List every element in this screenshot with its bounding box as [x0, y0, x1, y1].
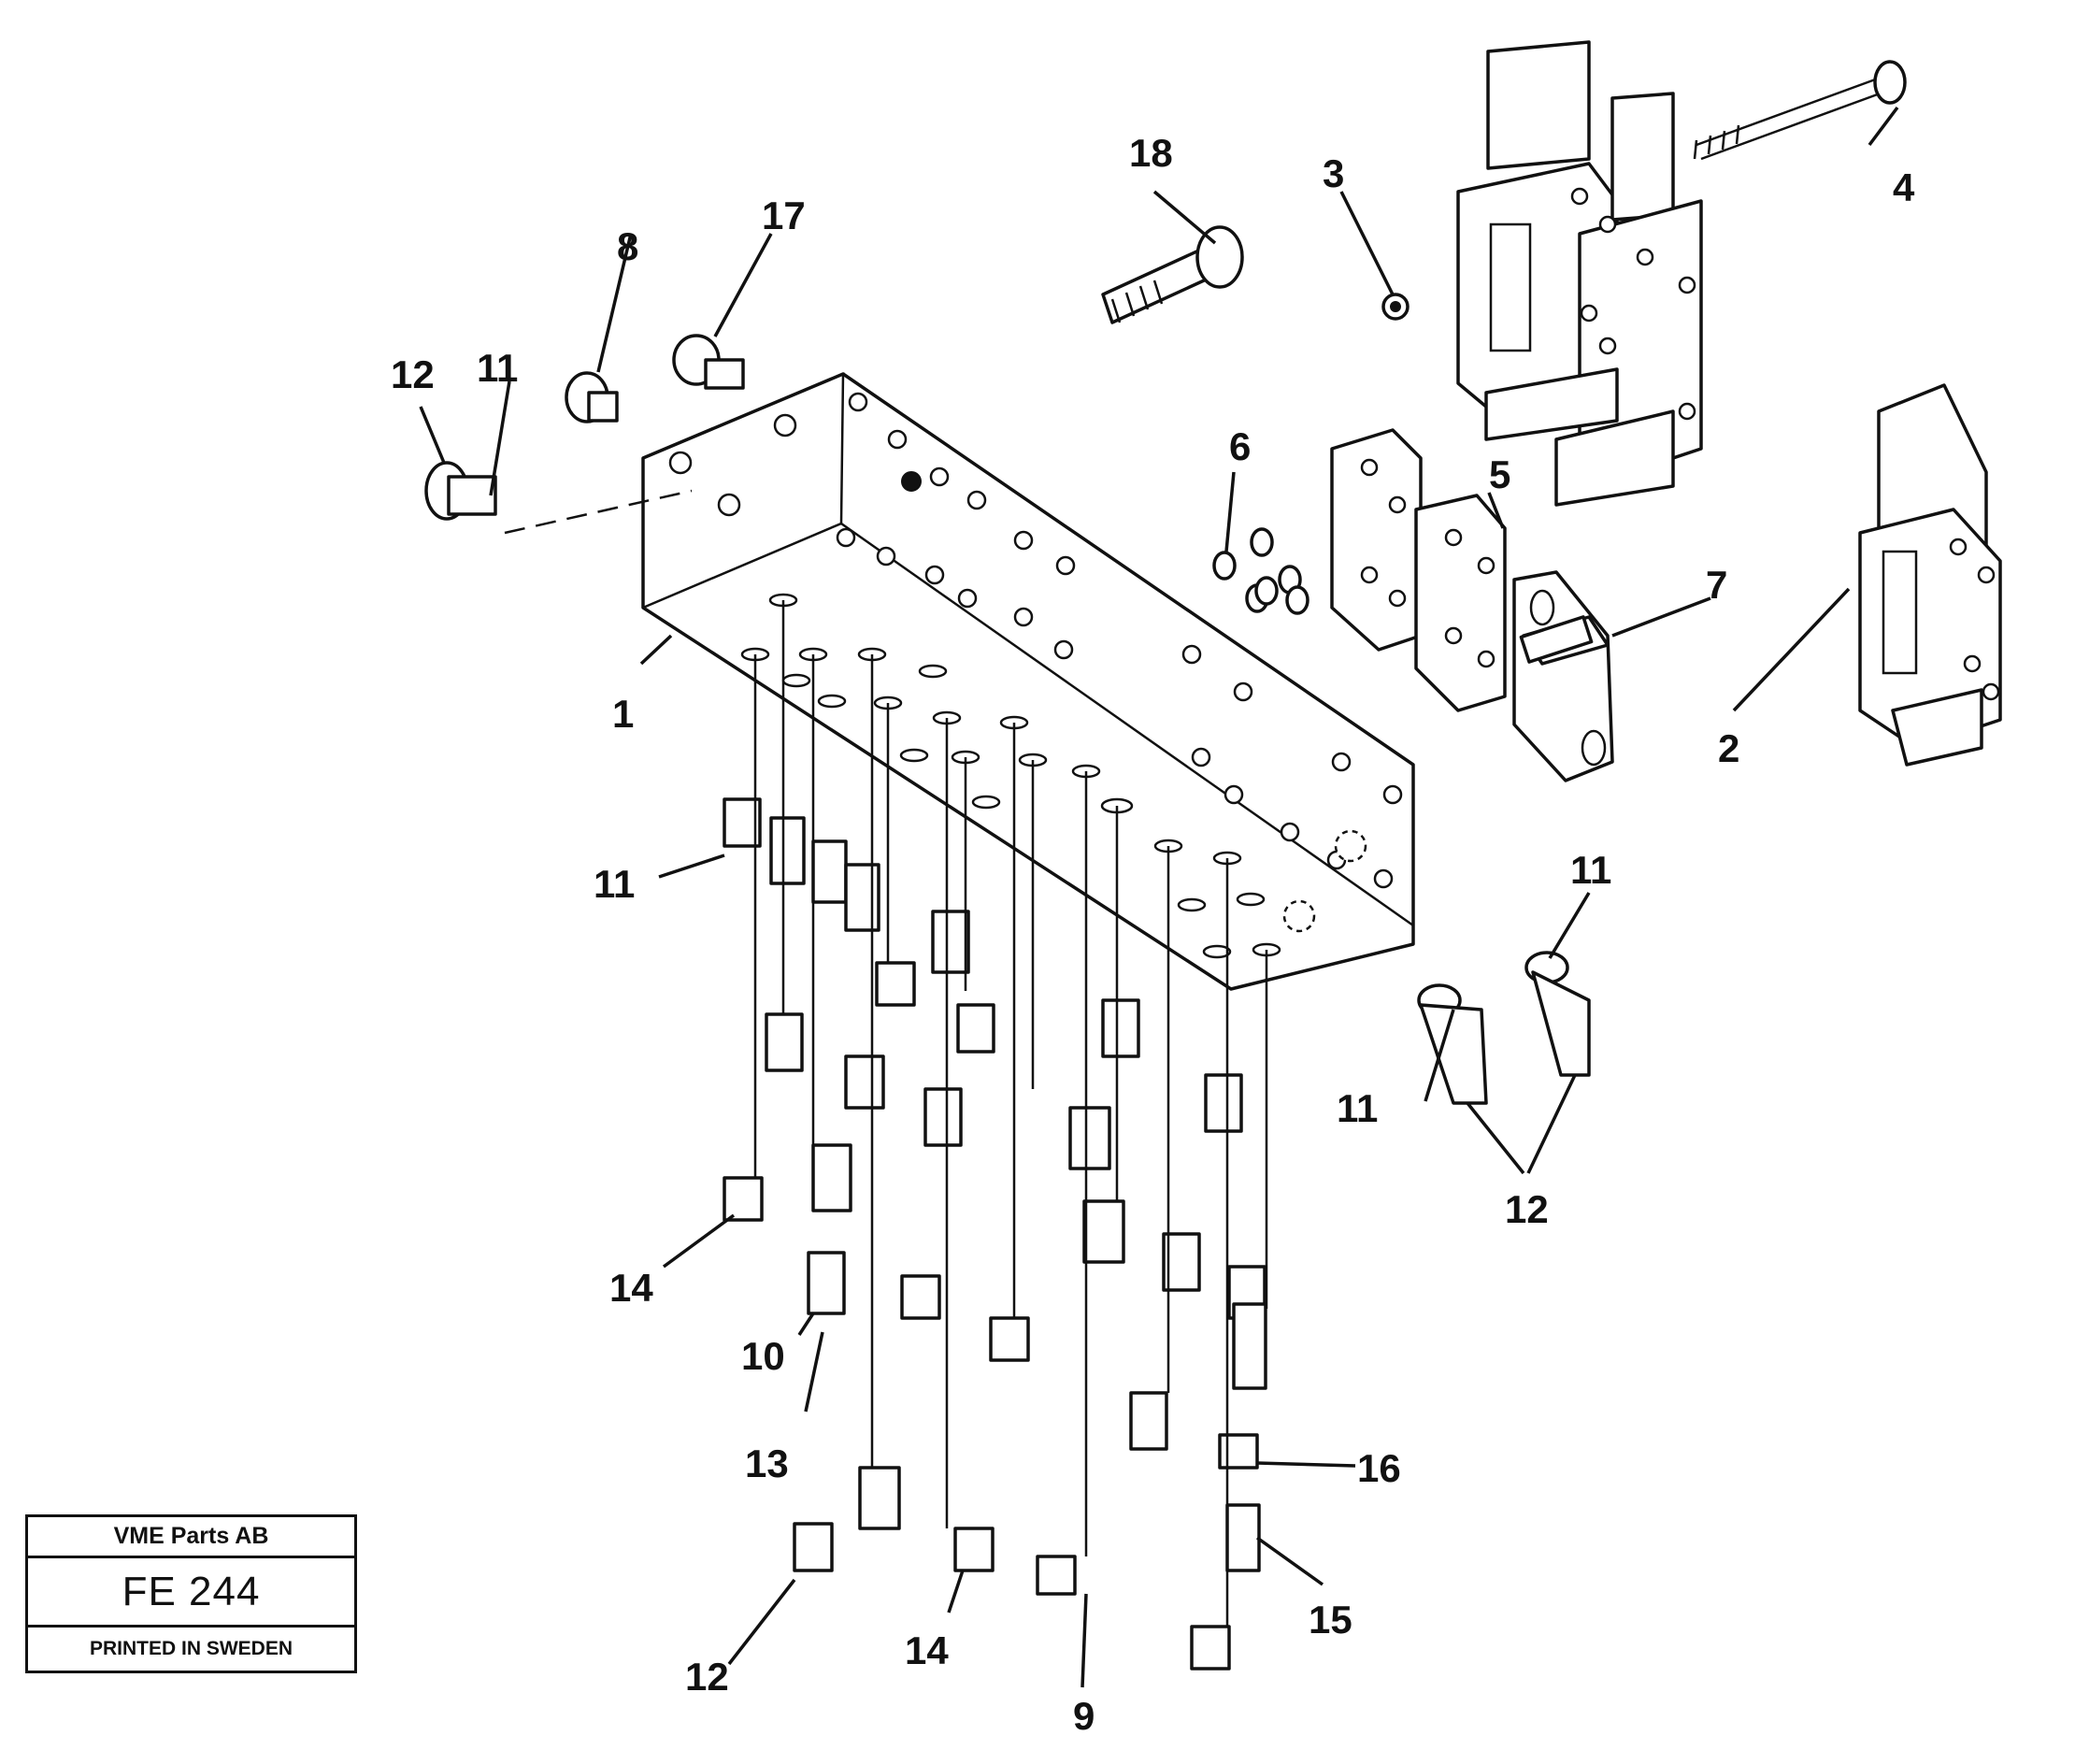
o-rings [1212, 527, 1309, 615]
callout-11c: 11 [1337, 1086, 1378, 1130]
diagram-code: FE 244 [28, 1558, 354, 1628]
intermediate-plates [1330, 428, 1507, 712]
flange-plate [1512, 570, 1614, 782]
callout-17: 17 [762, 194, 806, 237]
printed-note: PRINTED IN SWEDEN [89, 1638, 293, 1659]
right-elbow-fittings [1417, 951, 1591, 1105]
callout-11d: 11 [1570, 848, 1611, 892]
callout-15: 15 [1309, 1598, 1352, 1642]
callout-2: 2 [1718, 726, 1739, 770]
callout-12c: 12 [685, 1655, 729, 1699]
callout-1: 1 [612, 692, 634, 736]
callout-16: 16 [1357, 1446, 1401, 1490]
callout-18: 18 [1129, 131, 1173, 175]
callout-12b: 12 [1505, 1187, 1549, 1231]
callout-14b: 14 [905, 1628, 949, 1672]
callout-6: 6 [1229, 424, 1251, 468]
valve-block [641, 372, 1415, 991]
callout-13: 13 [745, 1441, 789, 1485]
top-fittings [424, 334, 745, 521]
long-bolt [1693, 60, 1907, 161]
callout-12a: 12 [391, 352, 435, 396]
callouts: 1 2 3 4 5 6 7 8 9 10 11 11 11 11 12 12 1… [391, 131, 1915, 1738]
screw-18 [1101, 225, 1244, 324]
callout-10: 10 [741, 1334, 785, 1378]
callout-4: 4 [1893, 165, 1915, 209]
dashed-connector [504, 489, 693, 535]
callout-11a: 11 [477, 346, 518, 390]
solenoid-valve-single [1858, 383, 2002, 767]
callout-9: 9 [1073, 1694, 1095, 1738]
solenoid-valve-pair-upper [1456, 40, 1703, 507]
callout-11b: 11 [594, 862, 635, 906]
callout-3: 3 [1323, 151, 1344, 195]
callout-14a: 14 [609, 1266, 653, 1310]
lower-fittings [723, 600, 1268, 1671]
callout-8: 8 [617, 224, 638, 268]
callout-7: 7 [1706, 563, 1727, 607]
title-block: VME Parts AB FE 244 PRINTED IN SWEDEN [25, 1514, 357, 1673]
leader-lines [419, 106, 1899, 1688]
callout-5: 5 [1489, 452, 1510, 496]
company-name: VME Parts AB [28, 1517, 354, 1558]
